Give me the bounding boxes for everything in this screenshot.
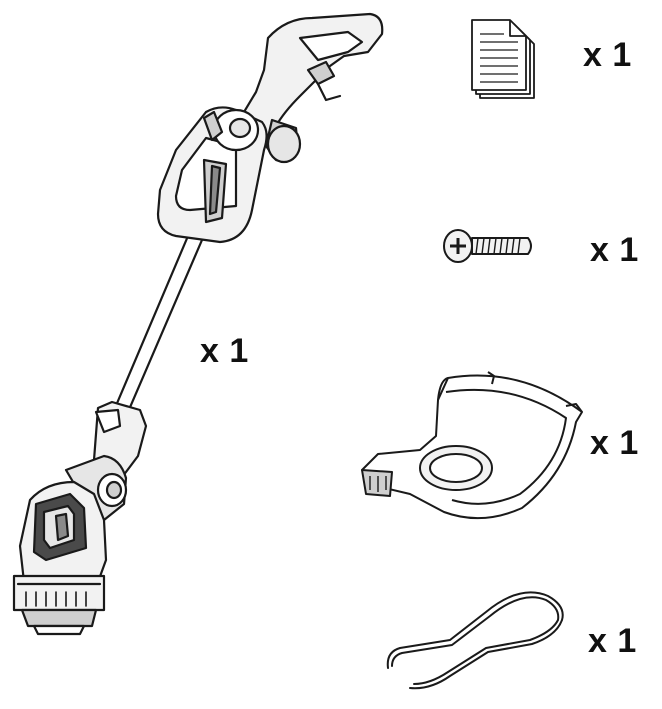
wire-spacer-quantity: x 1: [588, 622, 637, 660]
manual-quantity: x 1: [583, 36, 632, 74]
screw-quantity: x 1: [590, 231, 639, 269]
guard-quantity: x 1: [590, 424, 639, 462]
trimmer-quantity: x 1: [200, 332, 249, 370]
